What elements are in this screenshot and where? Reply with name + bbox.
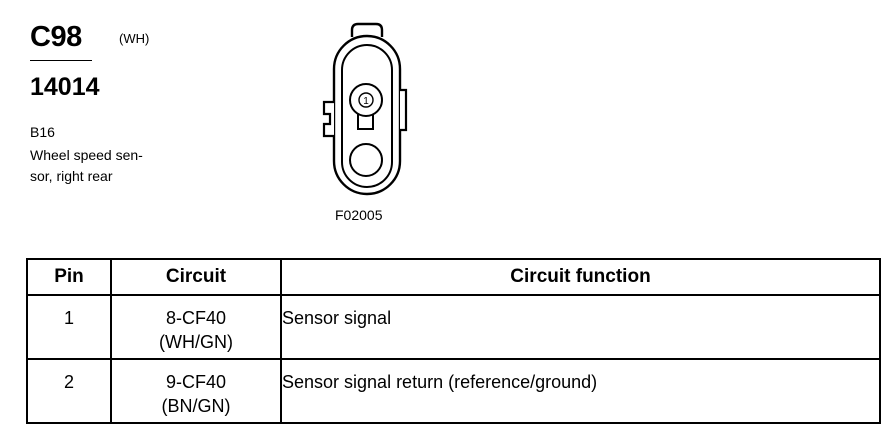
wire-color: (BN/GN) xyxy=(161,396,231,416)
circuit-function: Sensor signal xyxy=(280,294,881,360)
part-number: 14014 xyxy=(30,73,100,101)
circuit-function: Sensor signal return (reference/ground) xyxy=(280,358,881,424)
pin-1-label: 1 xyxy=(363,96,369,107)
circuit-number: 8-CF40 xyxy=(165,308,227,328)
connector-key-right xyxy=(400,88,408,132)
header-pin: Pin xyxy=(26,258,112,296)
figure-id: F02005 xyxy=(335,207,383,223)
circuit-number: 9-CF40 xyxy=(165,372,227,392)
table-header-row: Pin Circuit Circuit function xyxy=(26,258,881,296)
connector-face-diagram: 1 xyxy=(322,22,408,196)
pinout-table: Pin Circuit Circuit function 1 8-CF40 (W… xyxy=(26,258,881,424)
circuit-id: 9-CF40 (BN/GN) xyxy=(110,358,282,424)
pin-2-cavity xyxy=(349,143,383,177)
connector-id: C98 xyxy=(30,21,82,53)
component-code: B16 xyxy=(30,124,55,140)
connector-color-code: (WH) xyxy=(119,31,150,46)
table-row: 2 9-CF40 (BN/GN) Sensor signal return (r… xyxy=(26,358,881,424)
header-circuit-function: Circuit function xyxy=(280,258,881,296)
header-circuit: Circuit xyxy=(110,258,282,296)
pin-number: 2 xyxy=(26,358,112,424)
pin-1-marker xyxy=(358,92,374,108)
pin-number: 1 xyxy=(26,294,112,360)
component-description-line-1: Wheel speed sen- xyxy=(30,147,143,163)
table-row: 1 8-CF40 (WH/GN) Sensor signal xyxy=(26,294,881,360)
wire-color: (WH/GN) xyxy=(159,332,233,352)
connector-housing-inner xyxy=(341,44,393,188)
circuit-id: 8-CF40 (WH/GN) xyxy=(110,294,282,360)
title-divider xyxy=(30,60,92,61)
component-description-line-2: sor, right rear xyxy=(30,168,113,184)
connector-latch-tab xyxy=(350,22,384,37)
connector-key-left xyxy=(322,100,334,138)
